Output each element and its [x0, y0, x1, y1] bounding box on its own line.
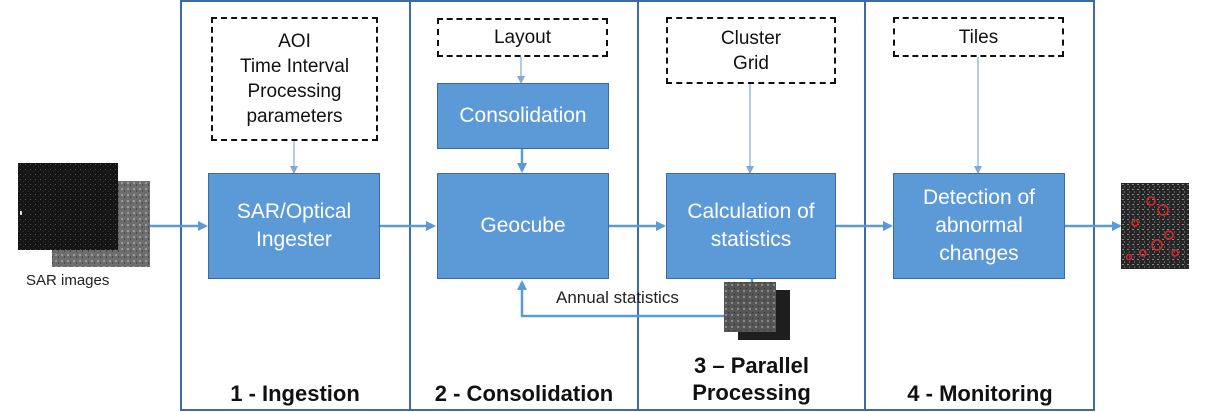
- stage-divider: [864, 0, 866, 411]
- consolidation-box: Consolidation: [437, 83, 609, 149]
- statistics-images-thumbnail: [724, 282, 790, 340]
- annual-statistics-label: Annual statistics: [556, 288, 679, 307]
- calculation-of-statistics-box: Calculation of statistics: [666, 173, 836, 279]
- layout-input-box: Layout: [437, 18, 608, 57]
- tiles-input-box: Tiles: [893, 17, 1064, 57]
- cluster-grid-box: Cluster Grid: [666, 17, 836, 84]
- stage-title-consolidation: 2 - Consolidation: [434, 381, 614, 406]
- stage-divider: [637, 0, 639, 411]
- sar-images-thumbnail: [18, 163, 152, 267]
- sar-optical-ingester-box: SAR/Optical Ingester: [208, 173, 380, 279]
- detection-of-abnormal-changes-box: Detection of abnormal changes: [893, 173, 1065, 279]
- geocube-box: Geocube: [437, 173, 609, 279]
- stage-title-ingestion: 1 - Ingestion: [230, 381, 360, 406]
- sar-images-label: SAR images: [26, 272, 110, 289]
- ingestion-parameters-box: AOI Time Interval Processing parameters: [211, 17, 378, 141]
- detection-output-thumbnail: [1121, 183, 1189, 269]
- stage-divider: [409, 0, 411, 411]
- stage-title-monitoring: 4 - Monitoring: [907, 381, 1053, 406]
- stage-title-parallel-processing: 3 – Parallel Processing: [692, 353, 811, 405]
